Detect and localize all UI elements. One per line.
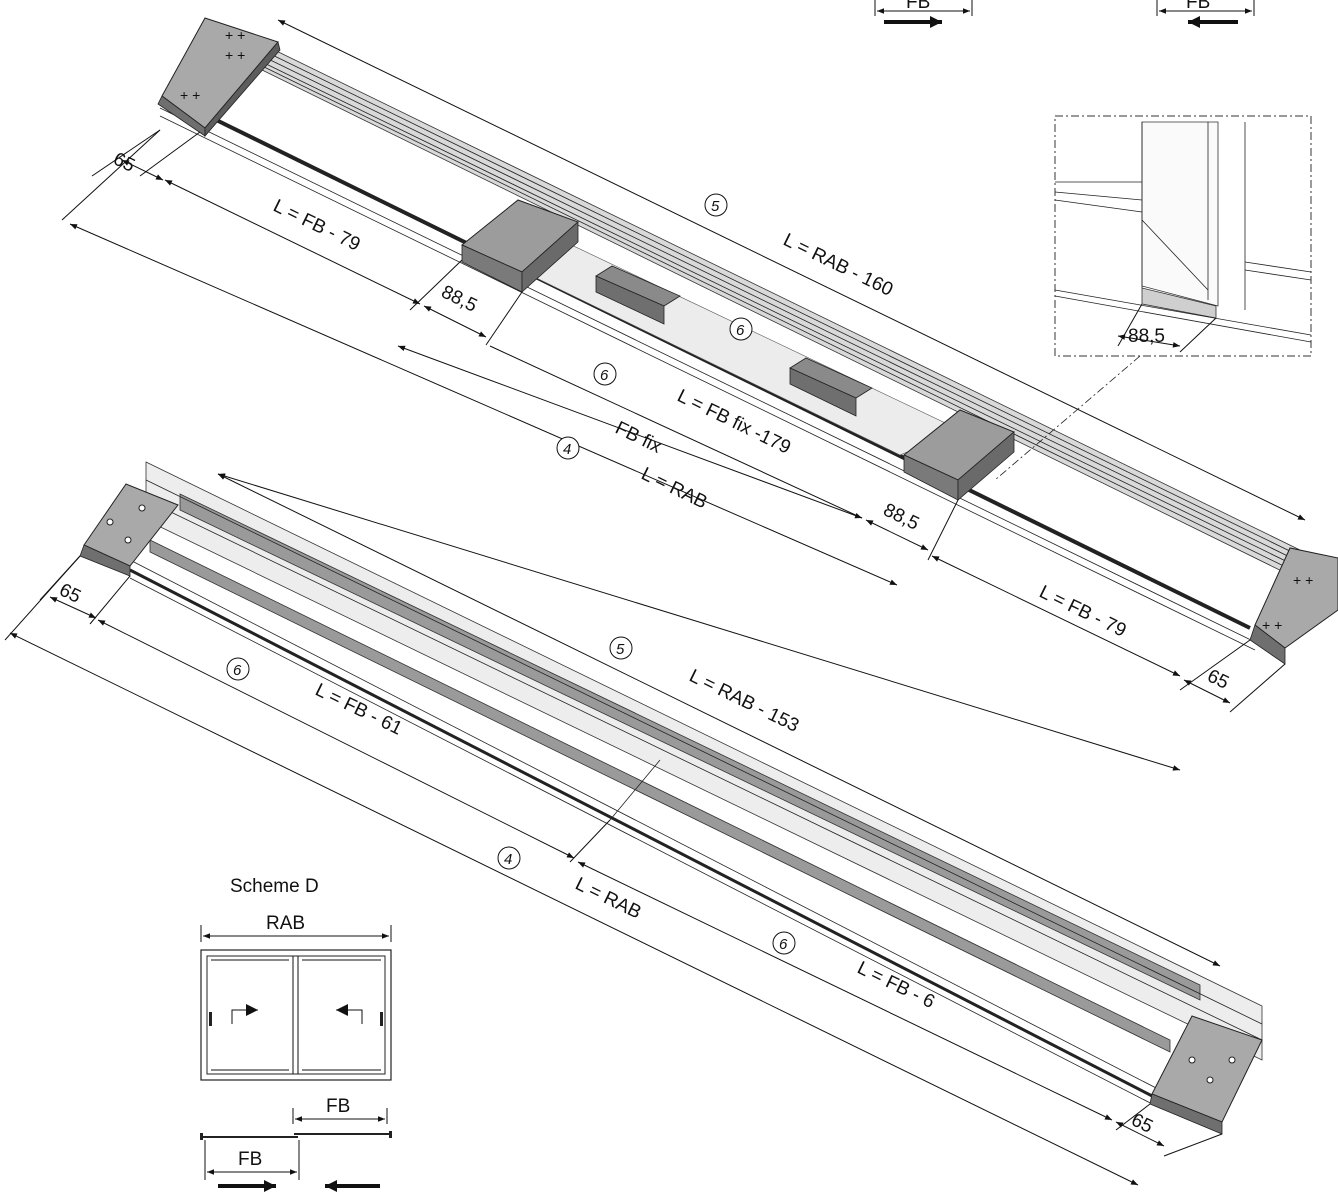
bottom-dim-65-left-label: 65: [56, 580, 84, 608]
bottom-callout-6-left: 6: [233, 662, 242, 679]
top-callout-5: 5: [711, 198, 720, 215]
svg-text:+ +: + +: [1262, 617, 1282, 633]
top-dim-88-left-label: 88,5: [438, 282, 480, 317]
detail-view: 88,5: [994, 115, 1312, 481]
scheme-d-fb-upper: FB: [326, 1096, 350, 1117]
top-left-end-plate: + + + + + +: [157, 17, 281, 138]
bottom-dim-rab-label: L = RAB: [572, 874, 645, 924]
bottom-left-end-plate: [79, 483, 179, 577]
fb-label-top-right: FB: [1186, 0, 1210, 13]
top-right-fb-scheme-right: FB: [1156, 0, 1255, 28]
top-dim-fb79-right: L = FB - 79: [931, 555, 1251, 691]
scheme-d-rab-label: RAB: [266, 913, 305, 934]
top-dim-rab-label: L = RAB: [638, 464, 711, 514]
svg-text:+ +: + +: [225, 27, 245, 43]
svg-text:+ +: + +: [180, 87, 200, 103]
svg-text:+ +: + +: [225, 47, 245, 63]
top-dim-rab160-label: L = RAB - 160: [780, 230, 896, 301]
top-callout-6: 6: [600, 367, 609, 384]
top-dim-65-right: 65: [1183, 663, 1286, 713]
bottom-dim-fb6-label: L = FB - 6: [854, 958, 938, 1013]
top-dim-65-left: 65: [91, 129, 201, 181]
detail-dim-88-label: 88,5: [1128, 326, 1165, 347]
bottom-right-end-plate: [1149, 1015, 1263, 1135]
top-callout-6-upper: 6: [736, 322, 745, 339]
top-right-fb-scheme-left: FB: [874, 0, 973, 28]
top-dim-fb79-left: L = FB - 79: [164, 179, 463, 311]
top-right-end-plate: + + + +: [1249, 547, 1338, 665]
bottom-dim-rab153-label: L = RAB - 153: [686, 666, 802, 737]
svg-text:+ +: + +: [1293, 572, 1313, 588]
scheme-d: Scheme D RAB FB FB: [200, 876, 392, 1192]
bottom-callout-6-right: 6: [779, 936, 788, 953]
bottom-assembly: 65 4 L = RAB 6 L = FB - 61 5 L = RAB - 1…: [4, 461, 1263, 1186]
bottom-dim-65-right-label: 65: [1128, 1110, 1156, 1138]
top-dim-fb79-right-label: L = FB - 79: [1036, 582, 1130, 642]
top-dim-fb79-left-label: L = FB - 79: [270, 196, 364, 256]
bottom-callout-4: 4: [504, 851, 512, 868]
scheme-d-fb-lower: FB: [238, 1149, 262, 1170]
top-callout-4: 4: [563, 441, 571, 458]
top-dim-88-right: 88,5: [865, 500, 959, 561]
fb-label-top-left: FB: [906, 0, 930, 13]
bottom-callout-5: 5: [616, 641, 625, 658]
top-dim-88-left: 88,5: [423, 282, 523, 346]
scheme-d-title: Scheme D: [230, 876, 319, 897]
